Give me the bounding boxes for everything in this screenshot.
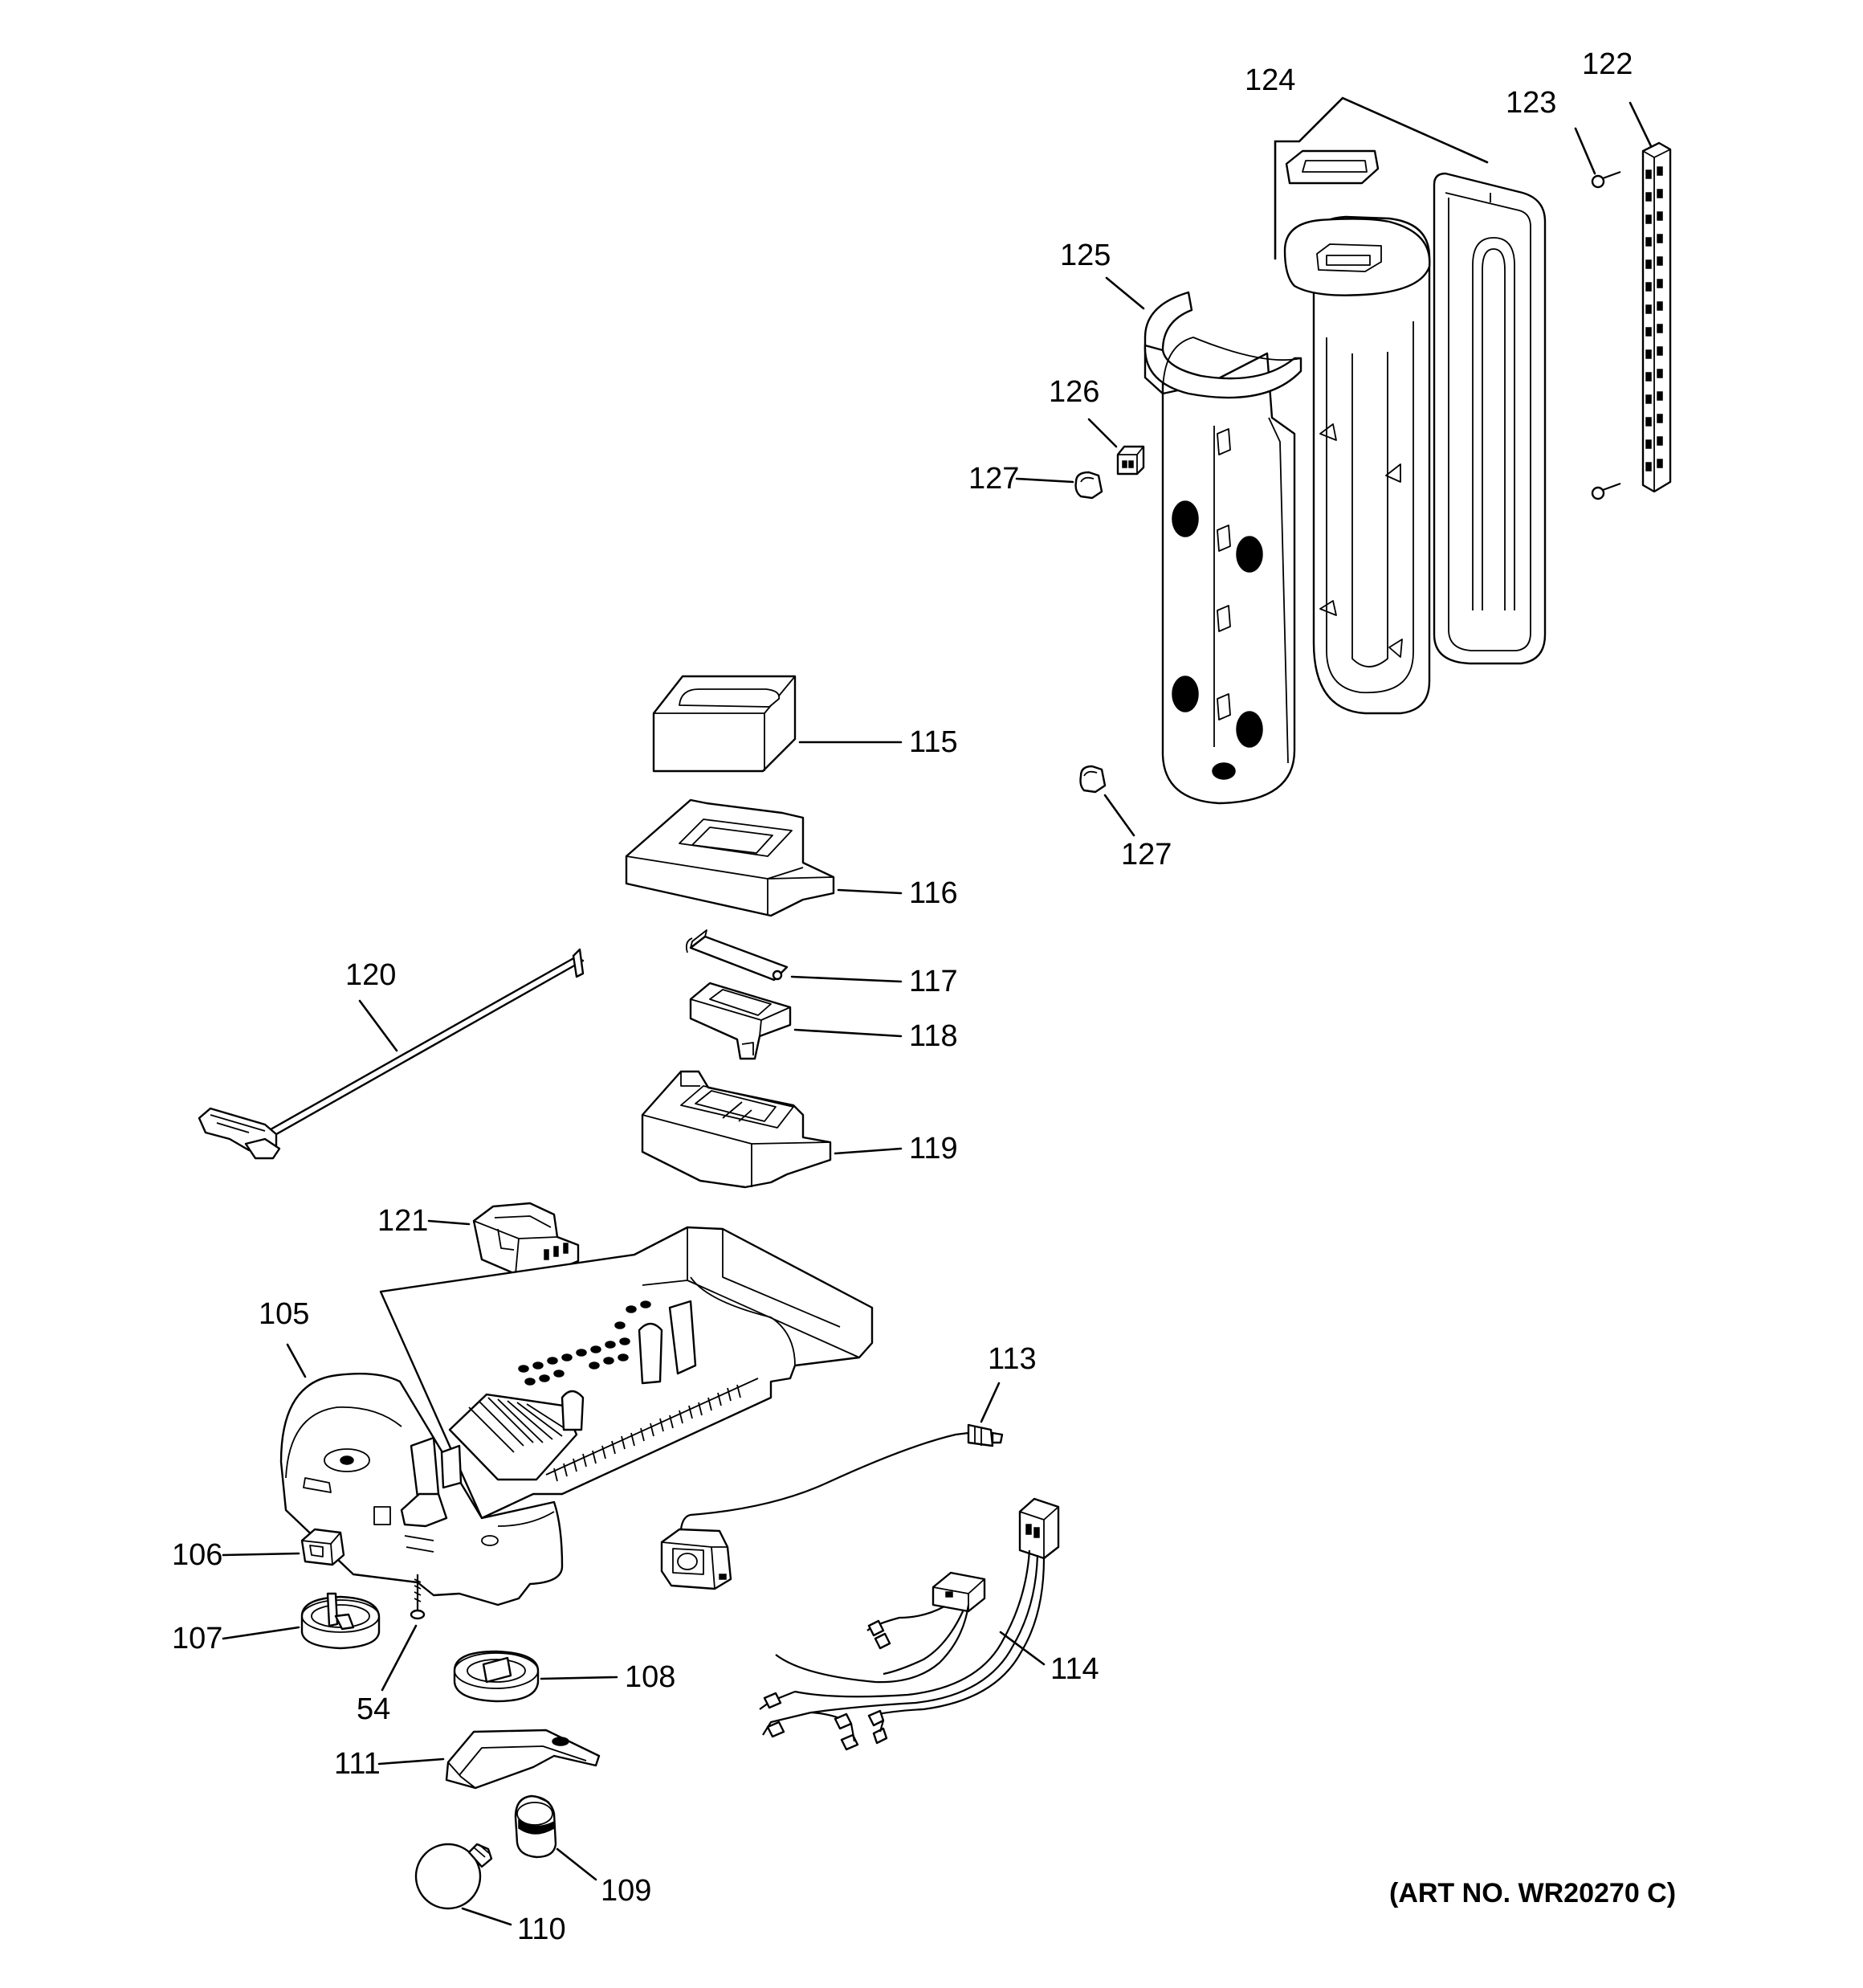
part-118-chute [689, 982, 792, 1060]
callout-111: 111 [334, 1747, 381, 1781]
callout-114: 114 [1050, 1652, 1099, 1686]
part-119-lower-housing [641, 1070, 832, 1189]
part-54-screw [410, 1574, 426, 1620]
part-126-clip [1116, 445, 1145, 476]
callout-105: 105 [259, 1297, 309, 1331]
part-113-sensor [660, 1423, 1004, 1590]
callout-109: 109 [601, 1874, 651, 1908]
callout-127-top: 127 [968, 462, 1019, 496]
callout-122: 122 [1582, 47, 1633, 81]
callout-126: 126 [1049, 375, 1099, 409]
part-116-upper-housing [625, 798, 835, 917]
callout-123: 123 [1506, 86, 1556, 120]
part-106-switch [300, 1528, 345, 1566]
part-121-motor [472, 1202, 580, 1276]
part-124-housing [1283, 149, 1547, 715]
part-115-gasket [652, 675, 797, 773]
callout-108: 108 [625, 1660, 675, 1694]
callout-118: 118 [909, 1019, 958, 1053]
callout-127-bottom: 127 [1121, 838, 1172, 872]
part-117-bracket [685, 929, 789, 982]
callout-116: 116 [909, 876, 958, 910]
part-107-cap [300, 1592, 381, 1650]
part-120-rod [198, 948, 585, 1160]
callout-110: 110 [517, 1912, 566, 1946]
callout-113: 113 [988, 1342, 1037, 1376]
part-110-bulb [414, 1843, 493, 1910]
part-111-shield [445, 1729, 601, 1790]
part-123-screws [1591, 170, 1621, 500]
part-114-harness [759, 1497, 1060, 1751]
part-127-cap-bottom [1079, 765, 1107, 794]
callout-106: 106 [172, 1538, 222, 1572]
callout-54: 54 [357, 1692, 390, 1726]
callout-125: 125 [1060, 239, 1111, 272]
part-105-main-case [279, 1226, 874, 1606]
part-108-ring [453, 1650, 540, 1703]
callout-107: 107 [172, 1622, 222, 1655]
art-number: (ART NO. WR20270 C) [1389, 1878, 1676, 1908]
part-127-cap-top [1074, 471, 1103, 500]
part-109-socket [514, 1794, 557, 1859]
part-122-bracket [1641, 141, 1672, 493]
callout-117: 117 [909, 965, 958, 998]
callout-120: 120 [345, 958, 396, 992]
callout-115: 115 [909, 725, 958, 759]
part-125-front-cover [1143, 291, 1302, 805]
callout-121: 121 [377, 1204, 428, 1238]
callout-119: 119 [909, 1132, 958, 1165]
callout-124: 124 [1245, 63, 1295, 97]
